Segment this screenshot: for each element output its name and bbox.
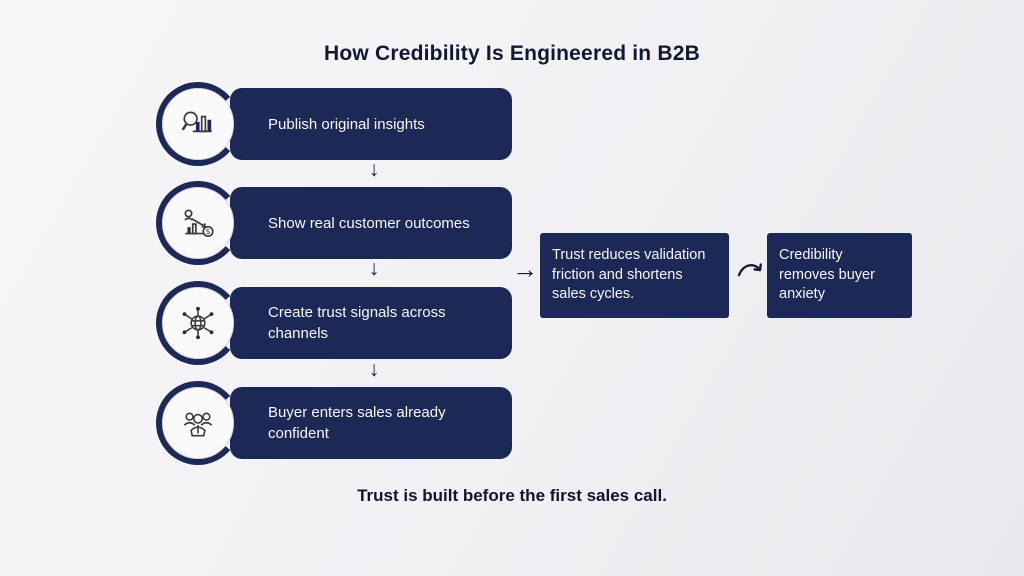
step-row-1: Publish original insights (156, 82, 512, 166)
step-label-2: Show real customer outcomes (268, 214, 470, 232)
outcome-label-trust: Trust reduces validation friction and sh… (552, 247, 706, 303)
step-row-2: $ Show real customer outcomes (156, 181, 512, 265)
down-arrow-icon: ↓ (368, 158, 380, 181)
step-row-3: Create trust signals across channels (156, 281, 512, 365)
outcome-label-credibility: Credibility removes buyer anxiety (779, 247, 875, 303)
step-badge-1 (156, 82, 240, 166)
step-row-4: Buyer enters sales already confident (156, 381, 512, 465)
step-box-1: Publish original insights (230, 88, 512, 160)
step-label-4: Buyer enters sales already confident (268, 404, 446, 442)
page-title: How Credibility Is Engineered in B2B (324, 42, 700, 65)
outcome-box-credibility: Credibility removes buyer anxiety (767, 233, 912, 318)
step-badge-4 (156, 381, 240, 465)
right-arrow-icon: → (512, 254, 538, 284)
outcome-box-trust: Trust reduces validation friction and sh… (540, 233, 729, 318)
step-box-4: Buyer enters sales already confident (230, 387, 512, 459)
step-label-3: Create trust signals across channels (268, 304, 446, 342)
network-globe-icon (182, 306, 214, 340)
step-box-2: Show real customer outcomes (230, 187, 512, 259)
step-box-3: Create trust signals across channels (230, 287, 512, 359)
footer-tagline: Trust is built before the first sales ca… (357, 486, 667, 505)
down-arrow-icon: ↓ (368, 257, 380, 280)
step-badge-2: $ (156, 181, 240, 265)
step-label-1: Publish original insights (268, 115, 425, 133)
curved-arrow-icon (737, 263, 762, 277)
customer-outcome-chart-icon: $ (184, 209, 214, 238)
buyer-group-icon (183, 412, 213, 437)
step-badge-3 (156, 281, 240, 365)
svg-text:$: $ (206, 227, 211, 236)
down-arrow-icon: ↓ (368, 358, 380, 381)
magnifier-bar-chart-icon (181, 111, 212, 133)
